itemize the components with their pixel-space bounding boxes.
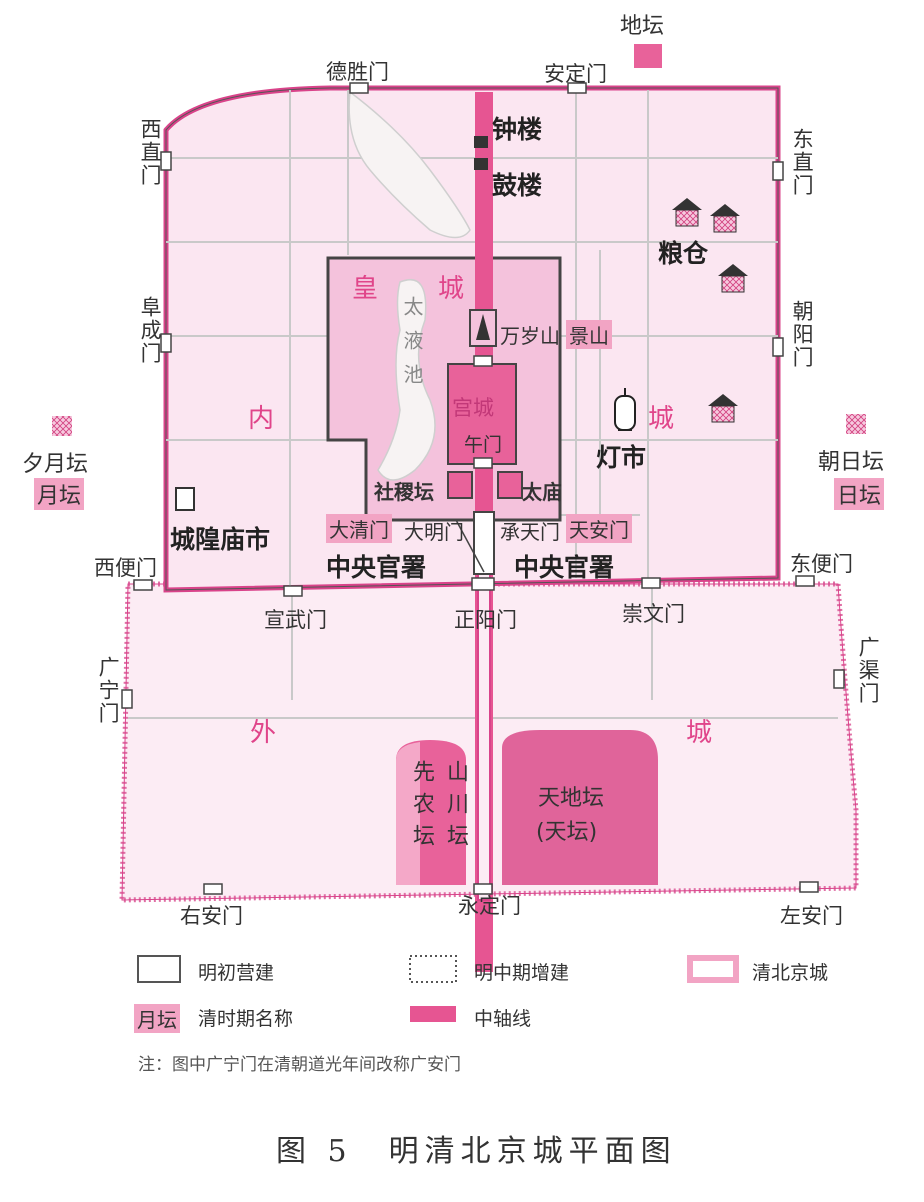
- chenghuang-marker: [175, 487, 195, 511]
- granary-label: 粮仓: [658, 239, 709, 268]
- granary-icon-1: [672, 198, 702, 227]
- inner-city-char-2: 城: [648, 404, 675, 434]
- wansui-shan-label: 万岁山: [500, 324, 560, 348]
- gate-fucheng: 阜成门: [138, 296, 163, 365]
- palace-city: [447, 363, 517, 465]
- legend-qing-box: [687, 955, 739, 983]
- sheji-label: 社稷坛: [374, 480, 434, 504]
- legend-early-ming: 明初营建: [198, 962, 275, 984]
- legend-solid-box: [137, 955, 181, 983]
- granary-icon-2: [710, 204, 740, 233]
- drum-tower-label: 鼓楼: [492, 171, 543, 200]
- lantern-icon: [614, 388, 636, 431]
- yuetan-qing-label: 月坛: [34, 478, 85, 510]
- gate-xizhi: 西直门: [138, 118, 163, 187]
- inner-city-char-1: 内: [248, 404, 275, 434]
- ditan-label: 地坛: [620, 14, 665, 39]
- daqing-men-label: 大清门: [326, 514, 392, 543]
- gate-xuanwu: 宣武门: [264, 608, 327, 632]
- sheji-altar: [447, 471, 473, 499]
- granary-icon-3: [718, 264, 748, 293]
- outer-city-char-2: 城: [686, 718, 713, 748]
- taiye-lake: [377, 278, 436, 481]
- ritan-ming-label: 朝日坛: [818, 450, 885, 475]
- legend-qing-city: 清北京城: [752, 962, 829, 984]
- gate-yongding: 永定门: [458, 894, 521, 918]
- legend-axis: 中轴线: [474, 1008, 532, 1030]
- gate-youan: 右安门: [180, 904, 243, 928]
- chengtian-men-label: 承天门: [500, 520, 560, 544]
- map-note: 注：图中广宁门在清朝道光年间改称广安门: [138, 1055, 461, 1075]
- gate-dongzhi: 东直门: [790, 128, 815, 197]
- legend-axis-bar: [410, 1006, 456, 1022]
- imperial-city-char-1: 皇: [352, 274, 379, 304]
- gate-guangqu: 广渠门: [856, 636, 881, 705]
- ritan-qing-label: 日坛: [834, 478, 885, 510]
- gate-dongbian: 东便门: [790, 552, 853, 576]
- tianan-men-label: 天安门: [566, 514, 632, 543]
- legend-qing-name: 清时期名称: [198, 1008, 294, 1030]
- tiantan-label: (天坛): [536, 820, 598, 845]
- gate-chongwen: 崇文门: [622, 602, 685, 626]
- central-offices-right: 中央官署: [514, 553, 615, 582]
- figure-caption: 图 5 明清北京城平面图: [276, 1134, 677, 1169]
- gate-markers: [121, 82, 845, 895]
- jingshan-label: 景山: [566, 320, 612, 349]
- tiantan-altar: [502, 730, 658, 885]
- taimiao-label: 太庙: [522, 480, 562, 504]
- outer-city-char-1: 外: [250, 718, 277, 748]
- imperial-city-char-2: 城: [438, 274, 465, 304]
- tiandi-tan-label: 天地坛: [538, 786, 605, 811]
- wumen-label: 午门: [464, 434, 503, 456]
- drum-tower-marker: [474, 158, 488, 170]
- gate-anding: 安定门: [544, 62, 607, 86]
- ditan-marker: [634, 44, 662, 68]
- gate-desheng: 德胜门: [326, 60, 389, 84]
- taimiao-temple: [497, 471, 523, 499]
- palace-city-label: 宫城: [452, 396, 494, 420]
- chenghuang-market-label: 城隍庙市: [170, 525, 271, 554]
- central-offices-left: 中央官署: [326, 553, 427, 582]
- ritan-marker: [846, 414, 866, 434]
- lake-label: 太液池: [400, 296, 424, 398]
- yuetan-ming-label: 夕月坛: [22, 452, 89, 477]
- gate-zuoan: 左安门: [780, 904, 843, 928]
- legend-qing-name-sample: 月坛: [134, 1004, 180, 1033]
- gate-guangning: 广宁门: [96, 656, 121, 725]
- xiannong-label: 先农坛: [409, 760, 434, 856]
- lantern-market-label: 灯市: [596, 443, 647, 472]
- shanchuan-label: 山川坛: [443, 760, 468, 856]
- legend-mid-ming: 明中期增建: [474, 962, 570, 984]
- gate-zhengyang: 正阳门: [454, 608, 517, 632]
- gate-xibian: 西便门: [94, 556, 157, 580]
- gate-chaoyang: 朝阳门: [790, 300, 815, 369]
- bell-tower-label: 钟楼: [492, 115, 543, 144]
- bell-tower-marker: [474, 136, 488, 148]
- granary-icon-4: [708, 394, 738, 423]
- daming-men-label: 大明门: [404, 520, 464, 544]
- yuetan-marker: [52, 416, 72, 436]
- legend-dotted-box: [409, 955, 457, 983]
